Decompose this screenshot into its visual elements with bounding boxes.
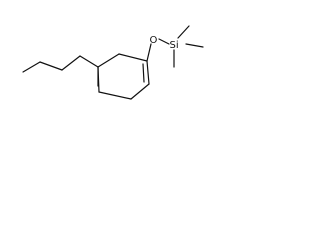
bond-butyl-3 [39, 61, 63, 71]
bond-butyl-2 [61, 55, 81, 71]
bond-butyl-4 [22, 61, 41, 73]
bond-ring-c3-c4 [130, 83, 150, 100]
bond-si-methyl-top [177, 25, 190, 39]
bond-c-o [146, 43, 152, 62]
oxygen-label: O [150, 35, 158, 46]
bond-butyl-1 [79, 55, 99, 68]
bond-ring-c2-c3 [146, 60, 150, 85]
molecule-structure: O Si [22, 25, 204, 100]
bond-ring-c3-c3-double [142, 63, 145, 83]
bond-ring-c6-c1 [97, 53, 120, 68]
bond-ring-c4-c5 [98, 91, 132, 100]
bond-si-methyl-right [185, 43, 204, 48]
bond-o-si [158, 38, 170, 45]
silicon-label: Si [170, 40, 179, 51]
bond-ring-c1-c2 [118, 53, 148, 62]
